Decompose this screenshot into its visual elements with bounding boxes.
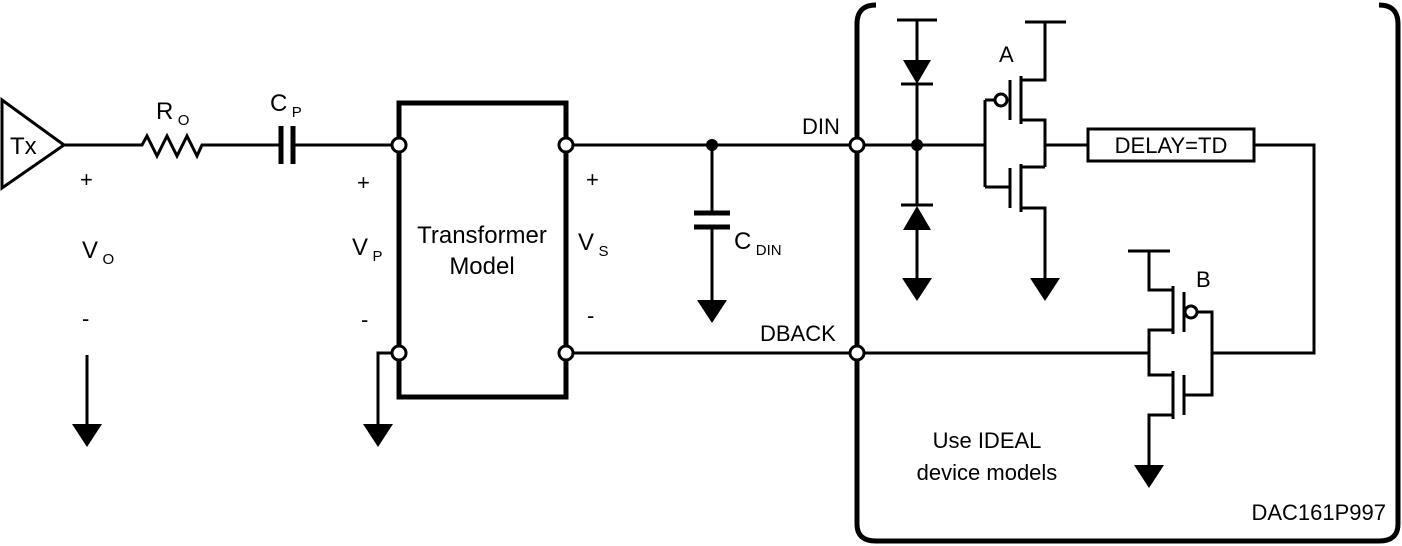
ro-label: R O (156, 98, 189, 129)
vs-minus: - (587, 303, 594, 328)
terminal-secondary-minus (557, 344, 575, 362)
device-boundary (854, 2, 1401, 544)
transistor-a-inverter (983, 20, 1066, 301)
esd-diodes (897, 18, 937, 301)
vo-minus: - (82, 306, 89, 331)
resistor-ro (135, 132, 272, 160)
vo-label: V O (82, 237, 114, 268)
terminal-secondary-plus (557, 136, 575, 154)
vp-minus: - (361, 307, 368, 332)
vo-plus: + (80, 167, 93, 192)
transformer-label-line2: Model (449, 253, 514, 280)
transistor-b-inverter (1128, 249, 1214, 488)
ground-vp (363, 351, 393, 447)
note-line1: Use IDEAL (933, 428, 1042, 453)
device-name: DAC161P997 (1251, 500, 1386, 525)
vp-plus: + (357, 170, 370, 195)
note-line2: device models (917, 460, 1058, 485)
capacitor-cp (278, 126, 296, 164)
transistor-a-label: A (999, 42, 1014, 67)
vp-label: V P (352, 234, 382, 265)
cp-label: C P (270, 90, 302, 121)
terminal-primary-minus (390, 344, 408, 362)
ground-vo (72, 355, 102, 447)
vs-plus: + (586, 167, 599, 192)
cdin-label: C DIN (734, 228, 782, 259)
delay-label: DELAY=TD (1115, 133, 1228, 158)
dback-pin (848, 344, 866, 362)
vs-label: V S (578, 229, 608, 260)
din-pin-label: DIN (802, 114, 840, 139)
din-pin (848, 136, 866, 154)
wire-delay-to-b (1212, 143, 1316, 355)
transistor-b-label: B (1196, 267, 1211, 292)
transformer-label-line1: Transformer (417, 222, 547, 249)
terminal-primary-plus (390, 136, 408, 154)
dback-pin-label: DBACK (760, 321, 836, 346)
transformer-model-box (396, 100, 569, 400)
delay-block (1086, 127, 1256, 163)
capacitor-cdin (694, 145, 730, 323)
tx-driver: Tx (0, 97, 67, 191)
tx-label: Tx (10, 133, 37, 160)
